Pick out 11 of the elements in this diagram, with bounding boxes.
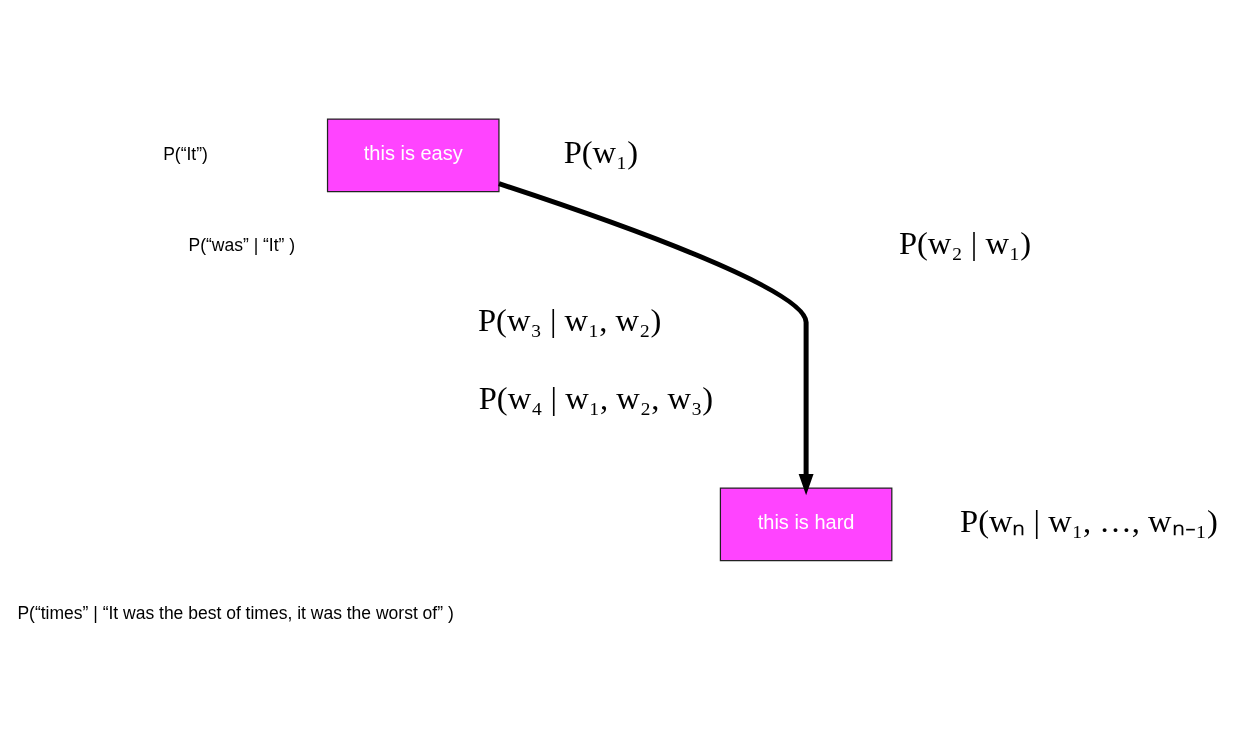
label: P(“It”) [163,143,208,164]
label: P(“was” | “It” ) [188,234,296,255]
label: P(w₃ | w₁, w₂) [478,301,662,338]
node-box: this is easy [326,117,500,192]
label: P(wₙ | w₁, …, wₙ₋₁) [960,502,1218,539]
arrow [498,180,814,495]
label: P(w₄ | w₁, w₂, w₃) [478,379,714,416]
label: P(w₂ | w₁) [898,224,1032,261]
label: P(“times” | “It was the best of times, it was the worst of” ) [17,602,454,623]
label: P(w₁) [563,133,639,170]
node-box: this is hard [719,486,893,561]
